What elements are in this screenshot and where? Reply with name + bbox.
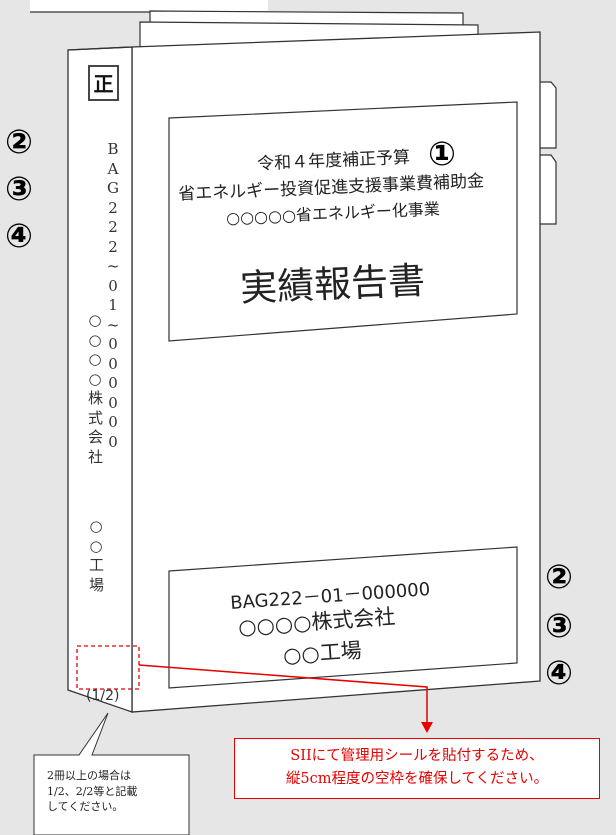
spine-volume-number: (1/2) xyxy=(86,688,120,704)
volume-callout-text: 2冊以上の場合は 1/2、2/2等と記載 してください。 xyxy=(47,769,138,813)
spine-company-char-1: ○ xyxy=(88,330,102,349)
spine-code-char-15: 0 xyxy=(108,432,118,451)
spine-company-char-5: 式 xyxy=(88,408,104,427)
volume-callout-box xyxy=(33,712,190,835)
spine-code-char-8: 1 xyxy=(108,296,118,314)
seikyu-label-box xyxy=(88,65,119,101)
spine-factory-char-0: ○ xyxy=(89,517,103,535)
cover-info-panel xyxy=(168,546,518,689)
seal-arrow-line xyxy=(138,664,428,722)
seal-space-box xyxy=(76,645,140,690)
marker-right-2: ② xyxy=(545,557,573,596)
cover-title-panel xyxy=(168,101,518,342)
spine-code-char-5: 2 xyxy=(108,237,118,256)
index-tab-2 xyxy=(540,154,557,225)
spine-code-char-0: B xyxy=(107,140,119,158)
marker-left-3: ③ xyxy=(5,169,33,208)
spine-company-char-7: 社 xyxy=(88,447,104,466)
seal-arrow-head xyxy=(421,722,433,733)
spine-company-char-3: ○ xyxy=(88,369,102,388)
spine-code-char-14: 0 xyxy=(108,413,118,431)
seikyu-label: 正 xyxy=(94,72,114,96)
spine-code-char-11: 0 xyxy=(108,354,118,373)
spine-code-char-10: 0 xyxy=(108,335,118,353)
spine-company-char-6: 会 xyxy=(88,428,104,446)
top-strip xyxy=(30,0,268,12)
spine-factory-char-1: ○ xyxy=(89,536,103,555)
spine-factory-char-2: 工 xyxy=(89,556,105,574)
spine-code-char-12: 0 xyxy=(108,374,118,392)
cover-factory: ○○工場 xyxy=(282,638,363,668)
spine-code-char-7: 0 xyxy=(108,276,118,295)
spine-company-char-0: ○ xyxy=(88,311,102,329)
index-tab-1 xyxy=(540,81,557,149)
marker-1: ① xyxy=(428,134,456,173)
spine-company-column: ○○○○株式会社 xyxy=(88,311,104,467)
spine-company-char-4: 株 xyxy=(88,389,104,407)
spine-code-char-9: ~ xyxy=(106,315,120,334)
marker-right-3: ③ xyxy=(545,606,573,645)
spine-code-char-4: 2 xyxy=(108,218,118,236)
spine-company-char-2: ○ xyxy=(88,350,102,368)
cover-title: 実績報告書 xyxy=(239,258,427,311)
spine-code-char-2: G xyxy=(107,179,119,197)
marker-right-4: ④ xyxy=(545,653,573,692)
spine-code-char-6: ~ xyxy=(106,257,120,275)
spine-factory-char-3: 場 xyxy=(89,575,105,594)
marker-left-4: ④ xyxy=(5,216,33,255)
spine-code-char-13: 0 xyxy=(108,393,118,412)
spine-code-char-3: 2 xyxy=(108,198,118,217)
marker-left-2: ② xyxy=(5,122,33,161)
spine-factory-column: ○○工場 xyxy=(89,517,105,595)
spine-code-char-1: A xyxy=(107,159,119,178)
seal-note-box: SIIにて管理用シールを貼付するため、 縦5cm程度の空枠を確保してください。 xyxy=(234,738,600,799)
